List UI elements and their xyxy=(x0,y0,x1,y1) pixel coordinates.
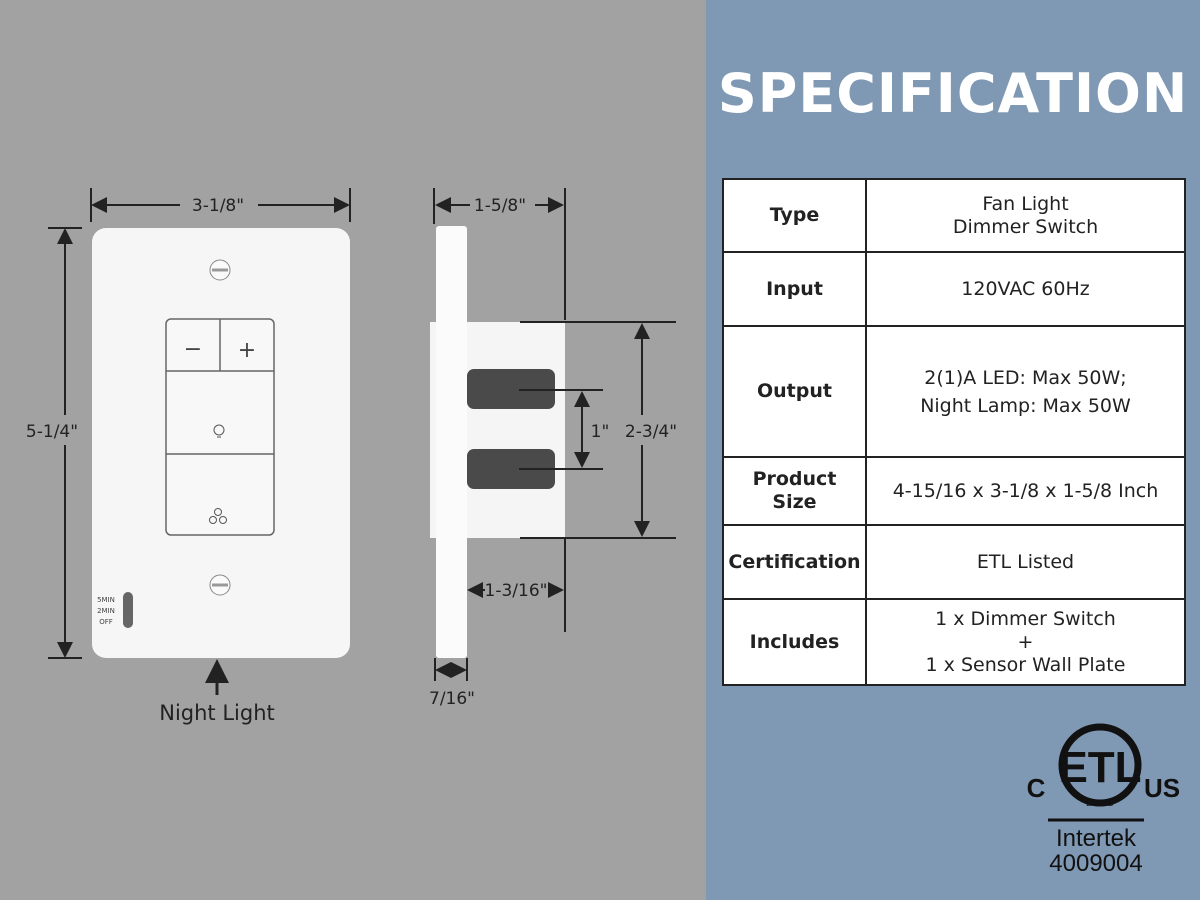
screw-icon xyxy=(209,259,231,281)
svg-text:ETL: ETL xyxy=(1058,743,1141,792)
svg-text:US: US xyxy=(1144,773,1180,803)
spec-title: SPECIFICATION xyxy=(717,62,1189,125)
etl-listed-logo: ETL LISTED C US Intertek 4009004 xyxy=(1027,723,1180,877)
dim-down-button[interactable]: − xyxy=(184,337,202,362)
row-value: 120VAC 60Hz xyxy=(865,251,1186,327)
row-value: 4-15/16 x 3-1/8 x 1-5/8 Inch xyxy=(865,456,1186,526)
svg-text:LISTED: LISTED xyxy=(1086,799,1114,808)
row-label: Product Size xyxy=(722,456,867,526)
svg-text:5MIN: 5MIN xyxy=(97,596,115,604)
fan-icon[interactable] xyxy=(209,508,227,524)
svg-text:2MIN: 2MIN xyxy=(97,607,115,615)
light-bulb-icon[interactable] xyxy=(213,424,225,438)
plate-thickness-label: 7/16" xyxy=(429,689,475,709)
svg-text:OFF: OFF xyxy=(99,618,113,626)
svg-text:C: C xyxy=(1027,773,1046,803)
timer-switch[interactable]: 5MIN 2MIN OFF xyxy=(97,592,133,628)
row-label: Output xyxy=(722,325,867,458)
width-label: 3-1/8" xyxy=(192,196,244,216)
height-label: 5-1/4" xyxy=(26,422,78,442)
row-label: Input xyxy=(722,251,867,327)
mounting-tab xyxy=(467,449,555,489)
body-height-label: 2-3/4" xyxy=(625,422,677,442)
mounting-tab xyxy=(467,369,555,409)
tab-spacing-label: 1" xyxy=(591,422,610,442)
certification-number: 4009004 xyxy=(1049,850,1142,877)
screw-icon xyxy=(209,574,231,596)
depth-label: 1-5/8" xyxy=(474,196,526,216)
row-label: Certification xyxy=(722,524,867,600)
dim-up-button[interactable]: + xyxy=(238,338,256,363)
row-label: Includes xyxy=(722,598,867,686)
row-value: 2(1)A LED: Max 50W;Night Lamp: Max 50W xyxy=(865,325,1186,458)
row-label: Type xyxy=(722,178,867,253)
body-depth-label: 1-3/16" xyxy=(485,581,548,601)
wall-plate-side xyxy=(436,226,467,658)
intertek-label: Intertek xyxy=(1056,825,1137,852)
night-light-label: Night Light xyxy=(159,701,275,725)
dimension-drawing: − + 5MIN 2MIN OFF 3-1/8" 5-1/4" Night Li… xyxy=(26,188,677,725)
row-value: 1 x Dimmer Switch+1 x Sensor Wall Plate xyxy=(865,598,1186,686)
row-value: ETL Listed xyxy=(865,524,1186,600)
